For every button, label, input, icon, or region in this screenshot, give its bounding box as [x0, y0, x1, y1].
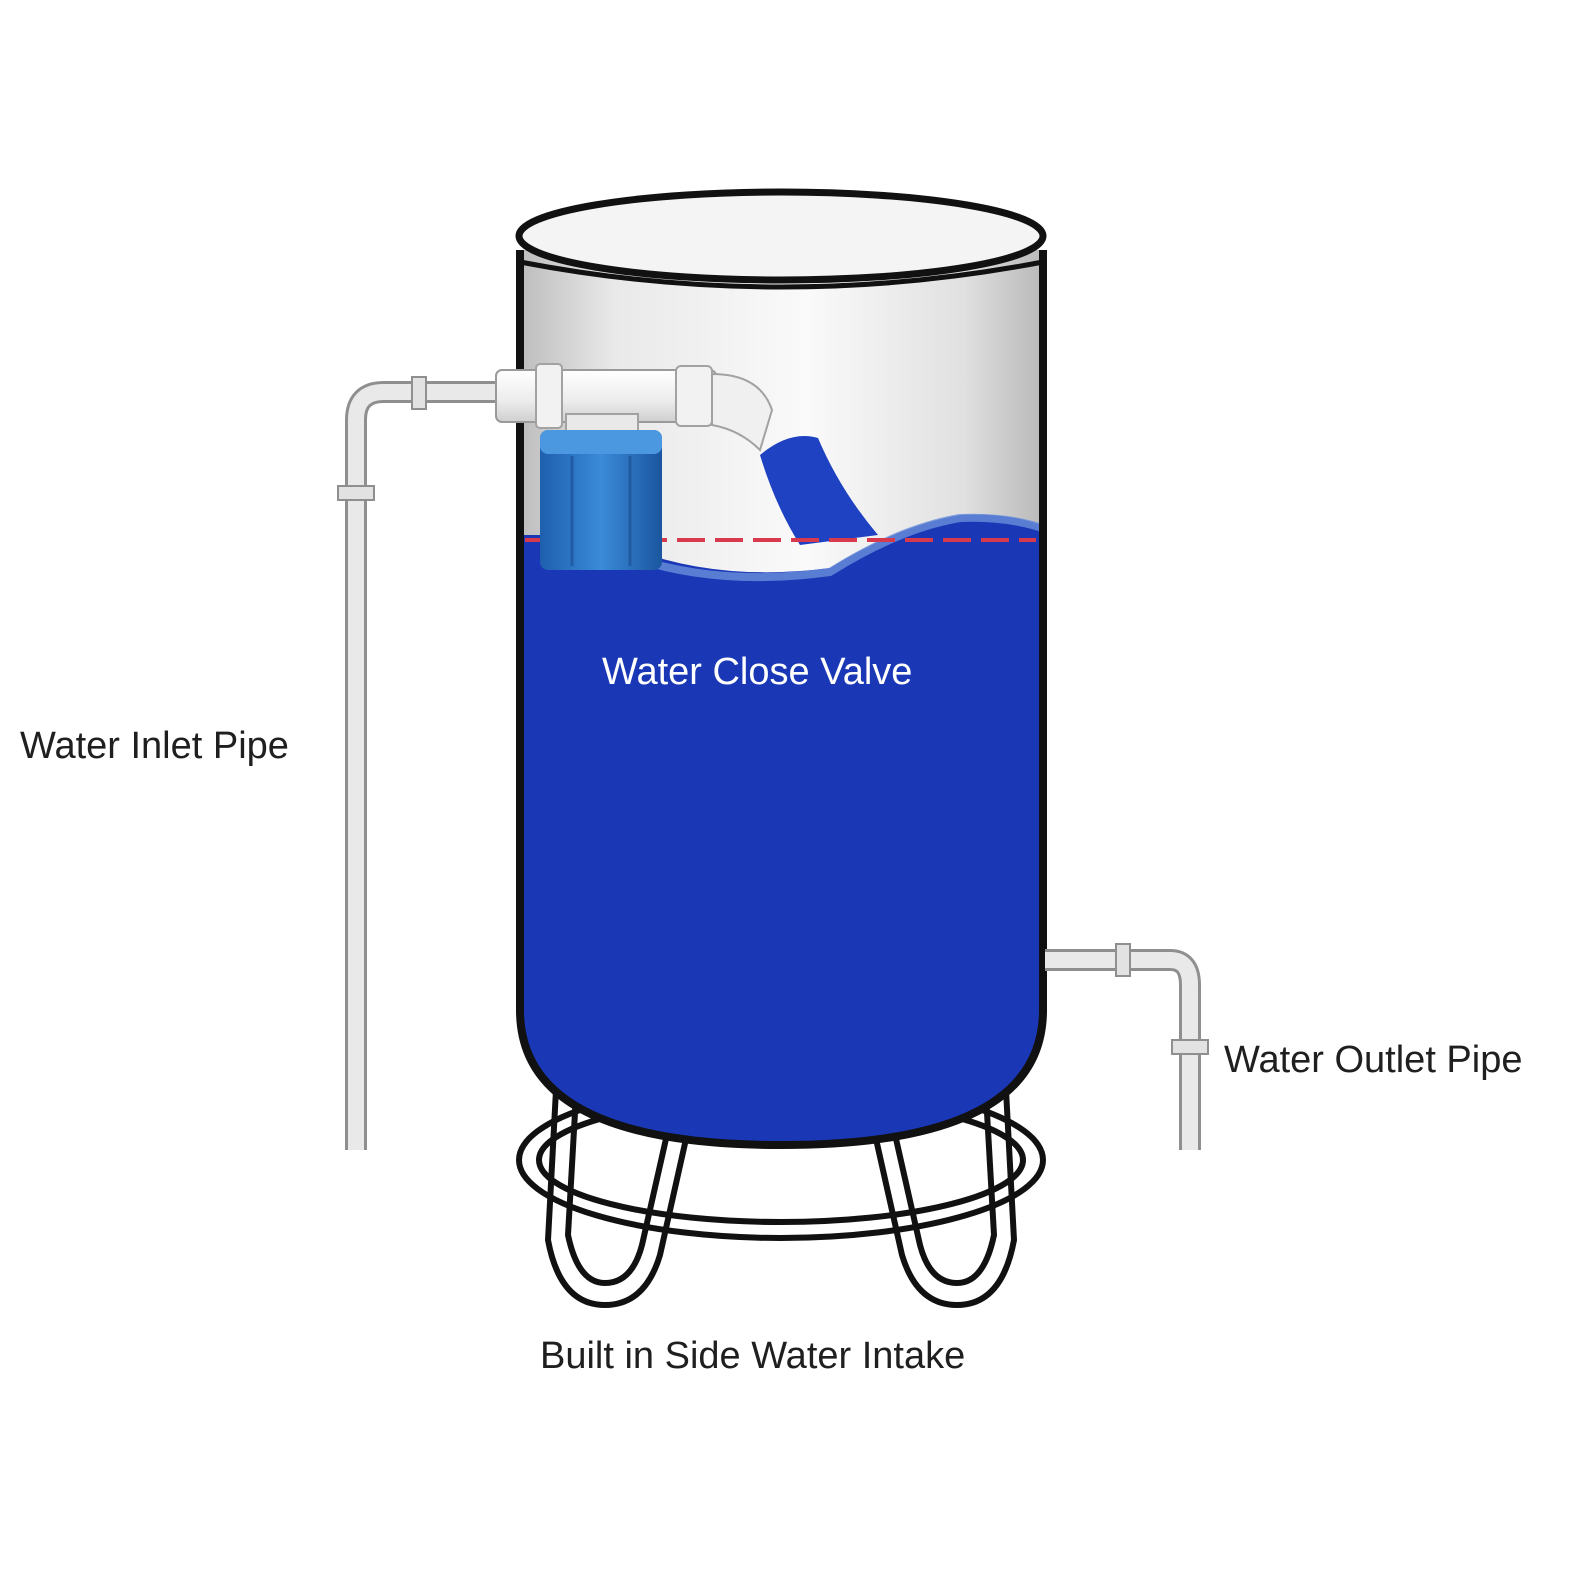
tank-outline	[516, 250, 1047, 1150]
float-valve-icon	[495, 363, 774, 570]
tank-rim	[515, 188, 1047, 284]
label-built-in-side-water-intake: Built in Side Water Intake	[540, 1335, 965, 1377]
inlet-pipe	[337, 376, 500, 1150]
label-water-outlet-pipe: Water Outlet Pipe	[1224, 1039, 1523, 1081]
outlet-pipe	[1045, 943, 1209, 1150]
water-body	[520, 514, 1043, 1145]
label-water-close-valve: Water Close Valve	[602, 651, 912, 693]
water-surface-highlight	[598, 513, 1043, 582]
water-stream	[760, 436, 878, 545]
label-water-inlet-pipe: Water Inlet Pipe	[20, 725, 289, 767]
tank-body	[515, 188, 1047, 1150]
